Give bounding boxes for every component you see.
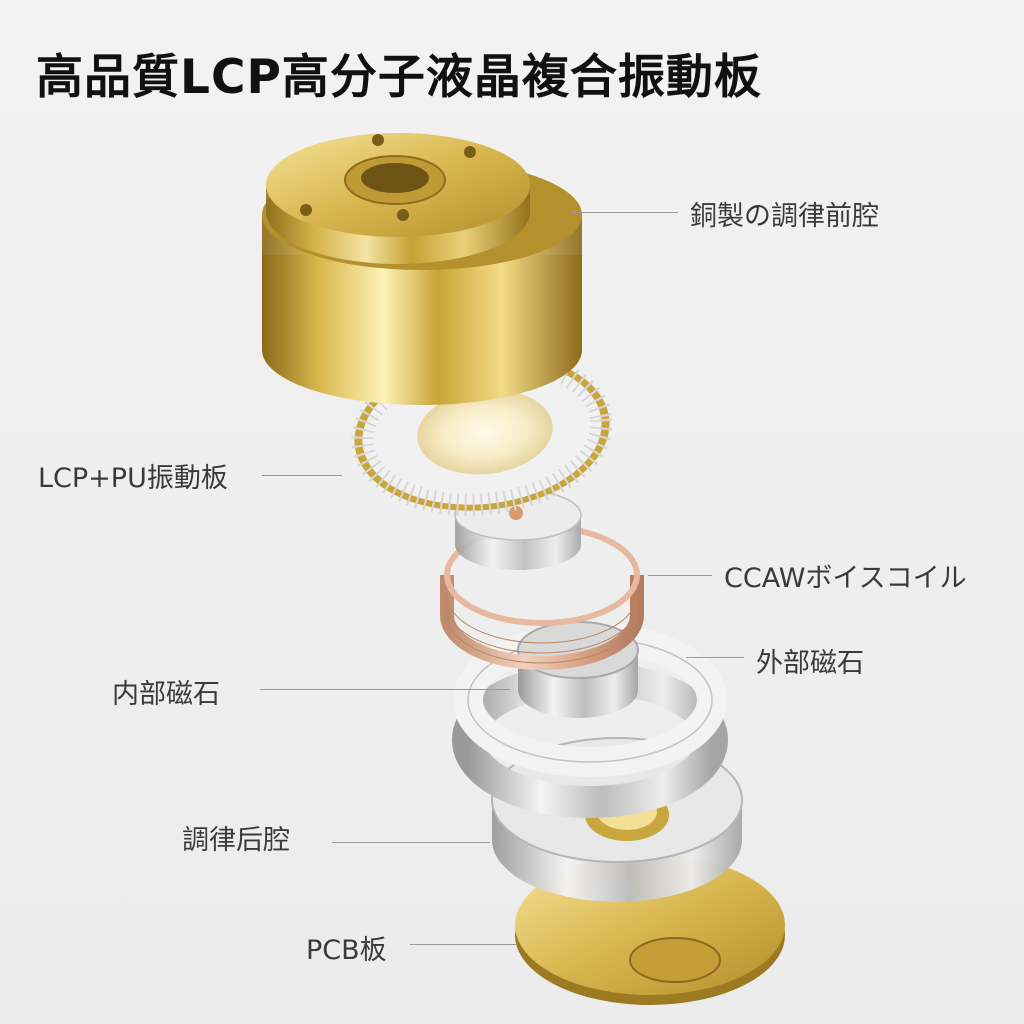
label-voice-coil: CCAWボイスコイル	[724, 563, 967, 594]
leader-line	[262, 475, 342, 476]
label-pcb: PCB板	[306, 935, 387, 966]
label-rear-cavity: 調律后腔	[182, 825, 290, 856]
leader-line	[572, 212, 678, 213]
page-title: 高品質LCP高分子液晶複合振動板	[36, 50, 762, 105]
leader-line	[332, 842, 490, 843]
label-front-cavity: 銅製の調律前腔	[690, 201, 879, 232]
coil-former	[454, 489, 582, 570]
label-outer-magnet: 外部磁石	[756, 648, 864, 679]
label-inner-magnet: 内部磁石	[112, 679, 220, 710]
label-diaphragm: LCP+PU振動板	[38, 463, 228, 494]
leader-line	[648, 575, 712, 576]
leader-line	[686, 657, 744, 658]
front-cavity	[262, 133, 582, 405]
leader-line	[260, 689, 510, 690]
leader-line	[410, 944, 516, 945]
